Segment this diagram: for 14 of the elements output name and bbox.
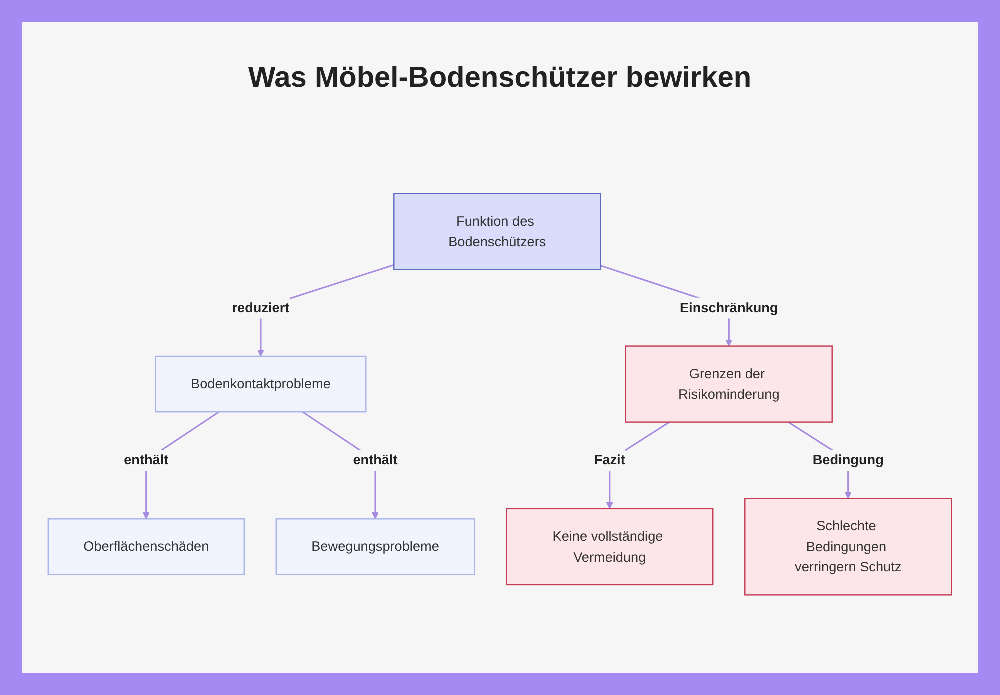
process-box: Bodenkontaktprobleme [155, 356, 367, 413]
edge-label: Einschränkung [680, 300, 778, 316]
process-box: Funktion des Bodenschützers [394, 193, 602, 270]
process-box: Keine vollständige Vermeidung [506, 508, 714, 586]
edge-label: enthält [124, 452, 169, 468]
edge-label: enthält [353, 452, 398, 468]
process-box: Schlechte Bedingungen verringern Schutz [744, 498, 952, 596]
edge-label: Bedingung [812, 452, 884, 468]
edge-label: Fazit [594, 452, 626, 468]
process-box: Oberflächenschäden [48, 518, 245, 576]
process-box: Grenzen der Risikominderung [625, 346, 833, 423]
edge-label: reduziert [232, 300, 290, 316]
process-box: Bewegungsprobleme [276, 518, 476, 576]
diagram-title: Was Möbel-Bodenschützer bewirken [248, 62, 752, 95]
